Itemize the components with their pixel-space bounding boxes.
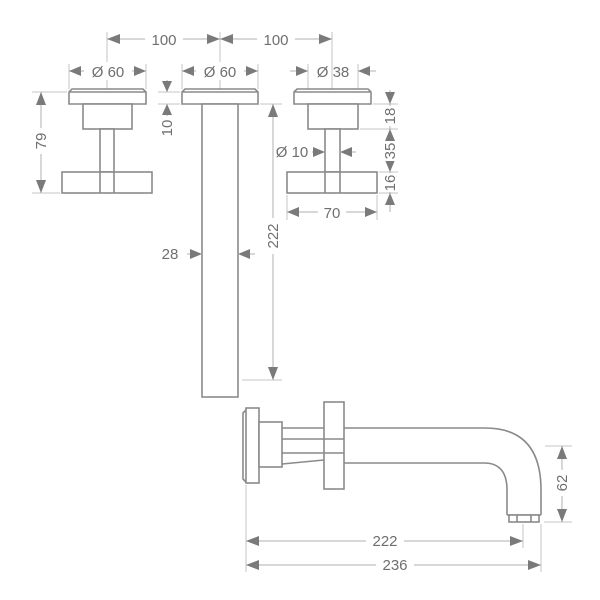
arrow-icon [385, 92, 395, 104]
arrow-icon [162, 104, 172, 115]
arrow-icon [246, 66, 258, 76]
spacing-dimensions: 100 100 [106, 30, 333, 89]
handle-bar-width-label: 70 [324, 205, 341, 222]
left-handle: Ø 60 79 [32, 62, 153, 194]
arrow-icon [385, 160, 395, 172]
handle-bar-height-label: 16 [382, 175, 399, 192]
pipe-diameter-label: 28 [162, 246, 179, 263]
arrow-icon [296, 66, 308, 76]
arrow-icon [246, 536, 259, 546]
rosette-thickness-label: 10 [159, 120, 176, 137]
spout-height-label: 62 [554, 475, 571, 492]
arrow-icon [287, 207, 299, 217]
spout-reach-label: 222 [372, 533, 397, 550]
right-handle: Ø 38 Ø 10 70 18 35 [276, 64, 399, 222]
arrow-icon [385, 129, 395, 141]
arrow-icon [134, 66, 146, 76]
arrow-icon [268, 367, 278, 380]
pipe-length-label: 222 [265, 223, 282, 248]
arrow-icon [557, 509, 567, 522]
spacing-left-label: 100 [151, 32, 176, 49]
arrow-icon [510, 536, 523, 546]
arrow-icon [319, 34, 332, 44]
arrow-icon [190, 249, 202, 259]
arrow-icon [107, 34, 120, 44]
arrow-icon [207, 34, 220, 44]
right-rosette-diameter-label: Ø 38 [317, 64, 350, 81]
rosette-thickness-dimension: 10 [158, 80, 180, 136]
spacing-right-label: 100 [263, 32, 288, 49]
center-spout-body: Ø 60 28 222 [162, 62, 282, 398]
side-view-spout: 62 222 236 [242, 401, 572, 574]
arrow-icon [358, 66, 370, 76]
center-rosette-diameter-label: Ø 60 [204, 64, 237, 81]
arrow-icon [557, 446, 567, 459]
arrow-icon [220, 34, 233, 44]
right-rosette-height-label: 18 [382, 108, 399, 125]
arrow-icon [340, 147, 352, 157]
arrow-icon [69, 66, 81, 76]
stem-diameter-label: Ø 10 [276, 144, 309, 161]
stem-length-label: 35 [382, 143, 399, 160]
arrow-icon [365, 207, 377, 217]
arrow-icon [268, 104, 278, 117]
arrow-icon [238, 249, 250, 259]
arrow-icon [182, 66, 194, 76]
arrow-icon [36, 92, 46, 105]
arrow-icon [36, 180, 46, 193]
arrow-icon [246, 560, 259, 570]
arrow-icon [385, 193, 395, 205]
spout-total-reach-label: 236 [382, 557, 407, 574]
arrow-icon [162, 81, 172, 92]
arrow-icon [528, 560, 541, 570]
arrow-icon [313, 147, 325, 157]
left-rosette-diameter-label: Ø 60 [92, 64, 125, 81]
left-handle-height-label: 79 [33, 133, 50, 150]
